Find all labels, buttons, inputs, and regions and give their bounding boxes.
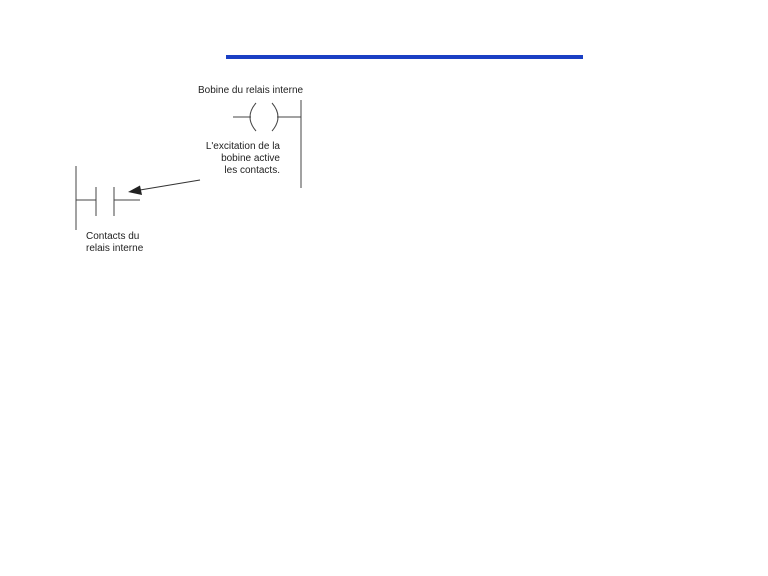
excitation-note-line: les contacts. <box>224 165 280 176</box>
excitation-note-line: L'excitation de la <box>205 141 280 152</box>
coil-left-arc <box>249 102 257 132</box>
contacts-label-line: Contacts du <box>86 231 140 242</box>
excitation-note: L'excitation de la bobine active les con… <box>190 141 280 177</box>
arrow-head <box>128 185 142 195</box>
relay-contacts-symbol <box>75 166 140 230</box>
arrow-shaft <box>139 179 201 191</box>
title-underline-bar <box>226 55 583 59</box>
excitation-note-line: bobine active <box>221 153 280 164</box>
excitation-arrow <box>128 179 201 195</box>
coil-label: Bobine du relais interne <box>198 85 304 96</box>
contacts-label-line: relais interne <box>86 243 144 254</box>
contacts-label: Contacts du relais interne <box>86 231 143 255</box>
relay-coil-symbol <box>233 100 302 188</box>
